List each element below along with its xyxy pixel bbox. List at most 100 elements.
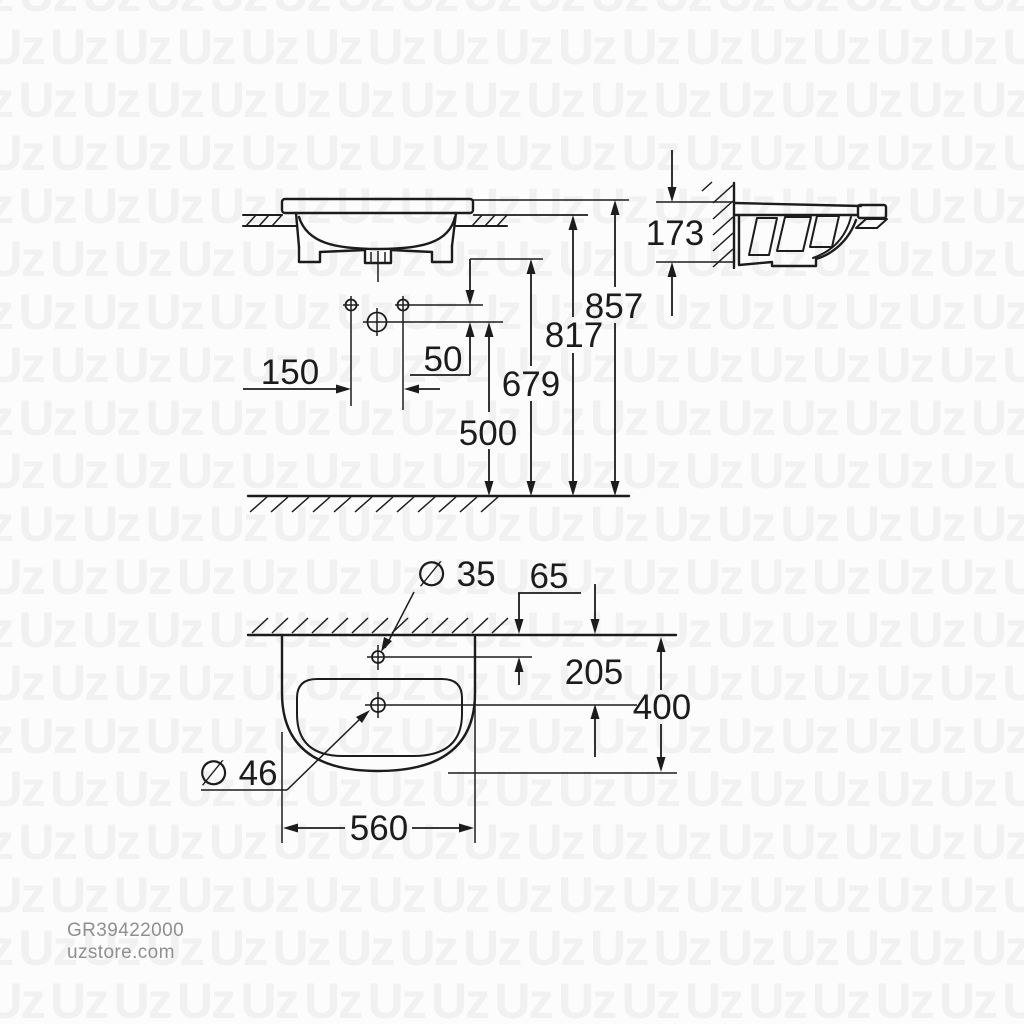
watermark-tile: Uz [939,337,998,393]
watermark-tile: Uz [272,920,332,976]
watermark-tile: Uz [145,72,205,128]
watermark-tile: Uz [50,655,109,711]
watermark-tile: Uz [50,761,109,817]
watermark-tile: Uz [463,814,522,870]
watermark-tile: Uz [431,549,490,605]
dimension-205: 205 [565,584,623,757]
dimension-150-label: 150 [261,353,319,392]
watermark-tile: Uz [653,72,713,128]
watermark-tile: Uz [1002,655,1024,711]
watermark-tile: Uz [844,284,903,340]
watermark-tile: Uz [907,284,967,340]
watermark-tile: Uz [494,337,554,393]
front-elevation-view: 50 150 500 [242,197,643,513]
dimension-400-label: 400 [633,688,691,727]
watermark-tile: Uz [367,19,427,75]
watermark-tile: Uz [590,920,649,976]
watermark-tile: Uz [685,337,744,393]
watermark-tile: Uz [304,443,363,499]
watermark-tile: Uz [463,496,522,552]
watermark-tile: Uz [558,337,617,393]
dimension-173: 173 [646,150,733,316]
watermark-tile: Uz [431,125,490,181]
wall-line-plan [246,617,678,637]
watermark-tile: Uz [0,71,14,129]
watermark-tile: Uz [621,973,681,1024]
watermark-tile: Uz [780,284,840,340]
watermark-tile: Uz [399,602,459,658]
watermark-tile: Uz [304,973,363,1024]
watermark-tile: Uz [304,655,363,711]
wall-section [701,181,736,270]
watermark-tile: Uz [50,443,109,499]
watermark-tile: Uz [304,231,363,287]
watermark-tile: Uz [240,231,300,287]
watermark-tile: Uz [399,814,459,870]
watermark-tile: Uz [113,125,173,181]
watermark-tile: Uz [431,443,490,499]
watermark-tile: Uz [463,0,522,23]
watermark-tile: Uz [1002,761,1024,817]
watermark-tile: Uz [240,867,300,923]
watermark-tile: Uz [653,390,713,446]
dimension-817: 817 [545,215,603,496]
watermark-tile: Uz [748,867,808,923]
watermark-tile: Uz [907,602,967,658]
watermark-tile: Uz [939,867,998,923]
watermark-tile: Uz [812,549,871,605]
watermark-tile: Uz [82,72,141,128]
watermark-tile: Uz [431,761,490,817]
watermark-tile: Uz [812,443,871,499]
watermark-tile: Uz [971,178,1024,234]
watermark-tile: Uz [367,973,427,1024]
watermark-tile: Uz [558,125,617,181]
faucet-hole-diameter-label: ∅ 35 [416,555,495,594]
watermark-tile: Uz [971,0,1024,23]
watermark-tile: Uz [272,390,332,446]
watermark-tile: Uz [0,495,14,553]
watermark-tile: Uz [875,973,935,1024]
watermark-tile: Uz [748,761,808,817]
watermark-tile: Uz [146,0,205,23]
watermark-tile: Uz [494,549,554,605]
watermark-tile: Uz [113,867,173,923]
dimension-857-label: 857 [585,287,643,326]
watermark-tile: Uz [907,708,967,764]
watermark-tile: Uz [1002,19,1024,75]
watermark-tile: Uz [654,0,713,23]
watermark-tile: Uz [1002,973,1024,1024]
watermark-tile: Uz [209,920,268,976]
watermark-tile: Uz [558,19,617,75]
watermark-tile: Uz [685,867,744,923]
watermark-tile: Uz [463,920,522,976]
watermark-tile: Uz [875,761,935,817]
watermark-tile: Uz [494,443,554,499]
watermark-tile: Uz [177,19,236,75]
watermark-tile: Uz [717,708,776,764]
watermark-tile: Uz [113,655,173,711]
watermark-tile: Uz [177,655,236,711]
watermark-tile: Uz [907,72,967,128]
watermark-tile: Uz [1002,867,1024,923]
dimension-173-label: 173 [646,214,704,253]
watermark-tile: Uz [177,761,236,817]
watermark-tile: Uz [177,549,236,605]
dimension-500-label: 500 [459,414,517,453]
watermark-tile: Uz [717,390,776,446]
watermark-tile: Uz [336,814,395,870]
watermark-tile: Uz [812,125,871,181]
watermark-tile: Uz [113,337,173,393]
watermark-tile: Uz [875,231,935,287]
watermark-tile: Uz [939,761,998,817]
watermark-tile: Uz [812,655,871,711]
watermark-tile: Uz [971,920,1024,976]
watermark-tile: Uz [1002,549,1024,605]
watermark-tile: Uz [558,973,617,1024]
watermark-tile: Uz [653,920,713,976]
watermark-tile: Uz [1002,125,1024,181]
watermark-tile: Uz [367,125,427,181]
watermark-tile: Uz [0,761,46,817]
watermark-tile: Uz [621,19,681,75]
